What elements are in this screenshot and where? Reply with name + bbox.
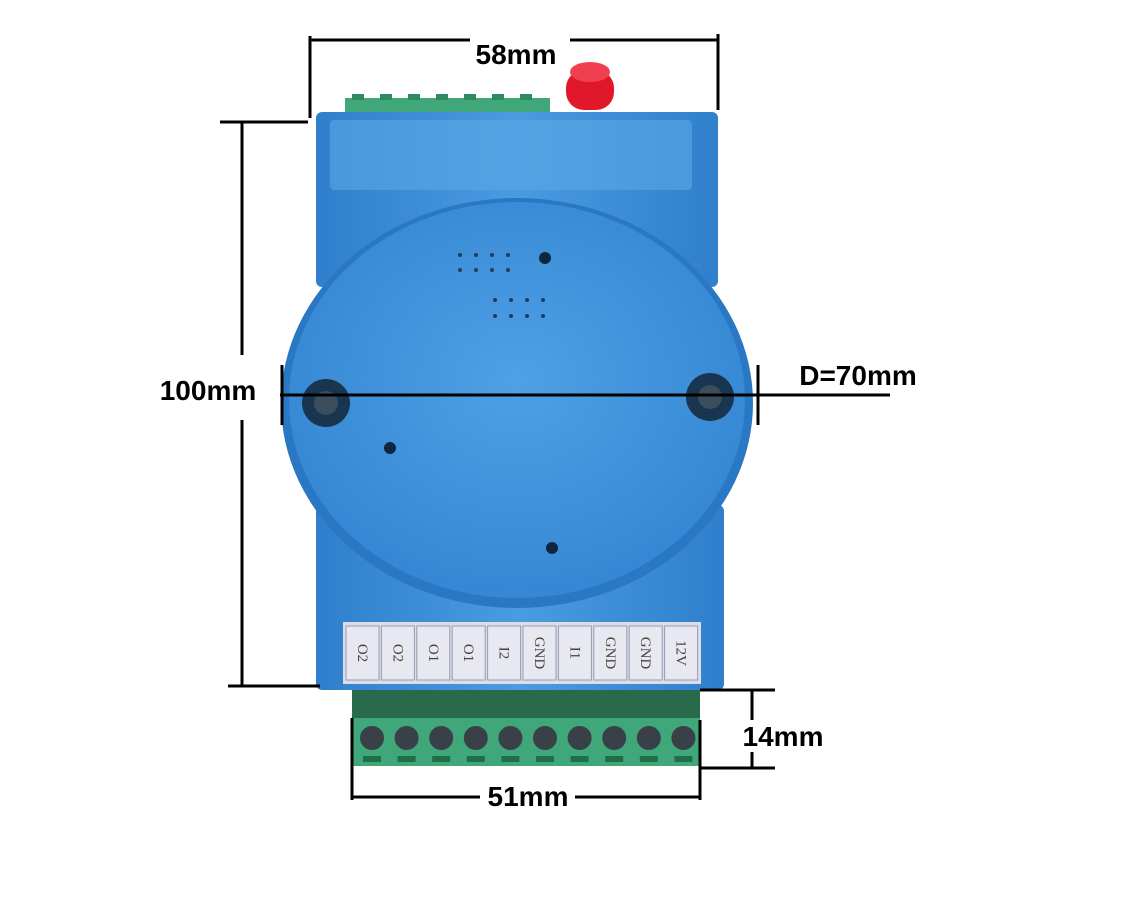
terminal-label: O2	[389, 644, 405, 662]
diameter-dimension-label: D=70mm	[799, 360, 917, 391]
terminal-label-strip: O2 O2 O1 O1 I2 GND I1 GND GND 12V	[343, 622, 701, 684]
terminal-width-dimension-label: 51mm	[488, 781, 569, 812]
device-body	[281, 112, 753, 690]
terminal-screw	[671, 726, 696, 750]
terminal-label-cell	[487, 625, 522, 681]
terminal-label-cell	[451, 625, 486, 681]
terminal-label-cell	[628, 625, 663, 681]
terminal-label: I2	[496, 647, 512, 660]
terminal-screw	[498, 726, 523, 750]
top-connector	[345, 94, 550, 116]
terminal-block	[352, 690, 700, 766]
dimension-lines	[220, 34, 890, 800]
terminal-slot	[536, 756, 554, 762]
terminal-slot	[501, 756, 520, 762]
terminal-screw	[567, 726, 592, 750]
terminal-screw	[360, 726, 384, 750]
antenna	[566, 62, 614, 110]
terminal-label-cell	[593, 625, 628, 681]
terminal-label-cell	[380, 625, 415, 681]
terminal-label: GND	[531, 637, 547, 670]
terminal-screw	[533, 726, 557, 750]
terminal-slot	[605, 756, 624, 762]
terminal-slot	[432, 756, 451, 762]
terminal-slot	[674, 756, 693, 762]
terminal-screw	[429, 726, 454, 750]
terminal-label-cell	[522, 625, 557, 681]
terminal-label: O2	[354, 644, 370, 662]
terminal-label: O1	[460, 644, 476, 662]
terminal-screw	[636, 726, 661, 750]
terminal-slot	[363, 756, 381, 762]
terminal-slot	[466, 756, 485, 762]
terminal-label: 12V	[673, 640, 689, 666]
terminal-label-cell	[345, 625, 380, 681]
terminal-screw	[602, 726, 627, 750]
terminal-label: I1	[566, 647, 582, 660]
terminal-label: GND	[602, 637, 618, 670]
width-dimension-label: 58mm	[476, 39, 557, 70]
terminal-slot	[639, 756, 658, 762]
terminal-depth-dimension-label: 14mm	[743, 721, 824, 752]
height-dimension-label: 100mm	[160, 375, 257, 406]
terminal-label-cell	[416, 625, 451, 681]
terminal-slot	[570, 756, 589, 762]
terminal-label: O1	[425, 644, 441, 662]
terminal-screw	[463, 726, 488, 750]
terminal-screw	[394, 726, 419, 750]
terminal-label-cell	[557, 625, 592, 681]
terminal-slot	[397, 756, 416, 762]
terminal-label: GND	[637, 637, 653, 670]
terminal-label-cell	[664, 625, 699, 681]
